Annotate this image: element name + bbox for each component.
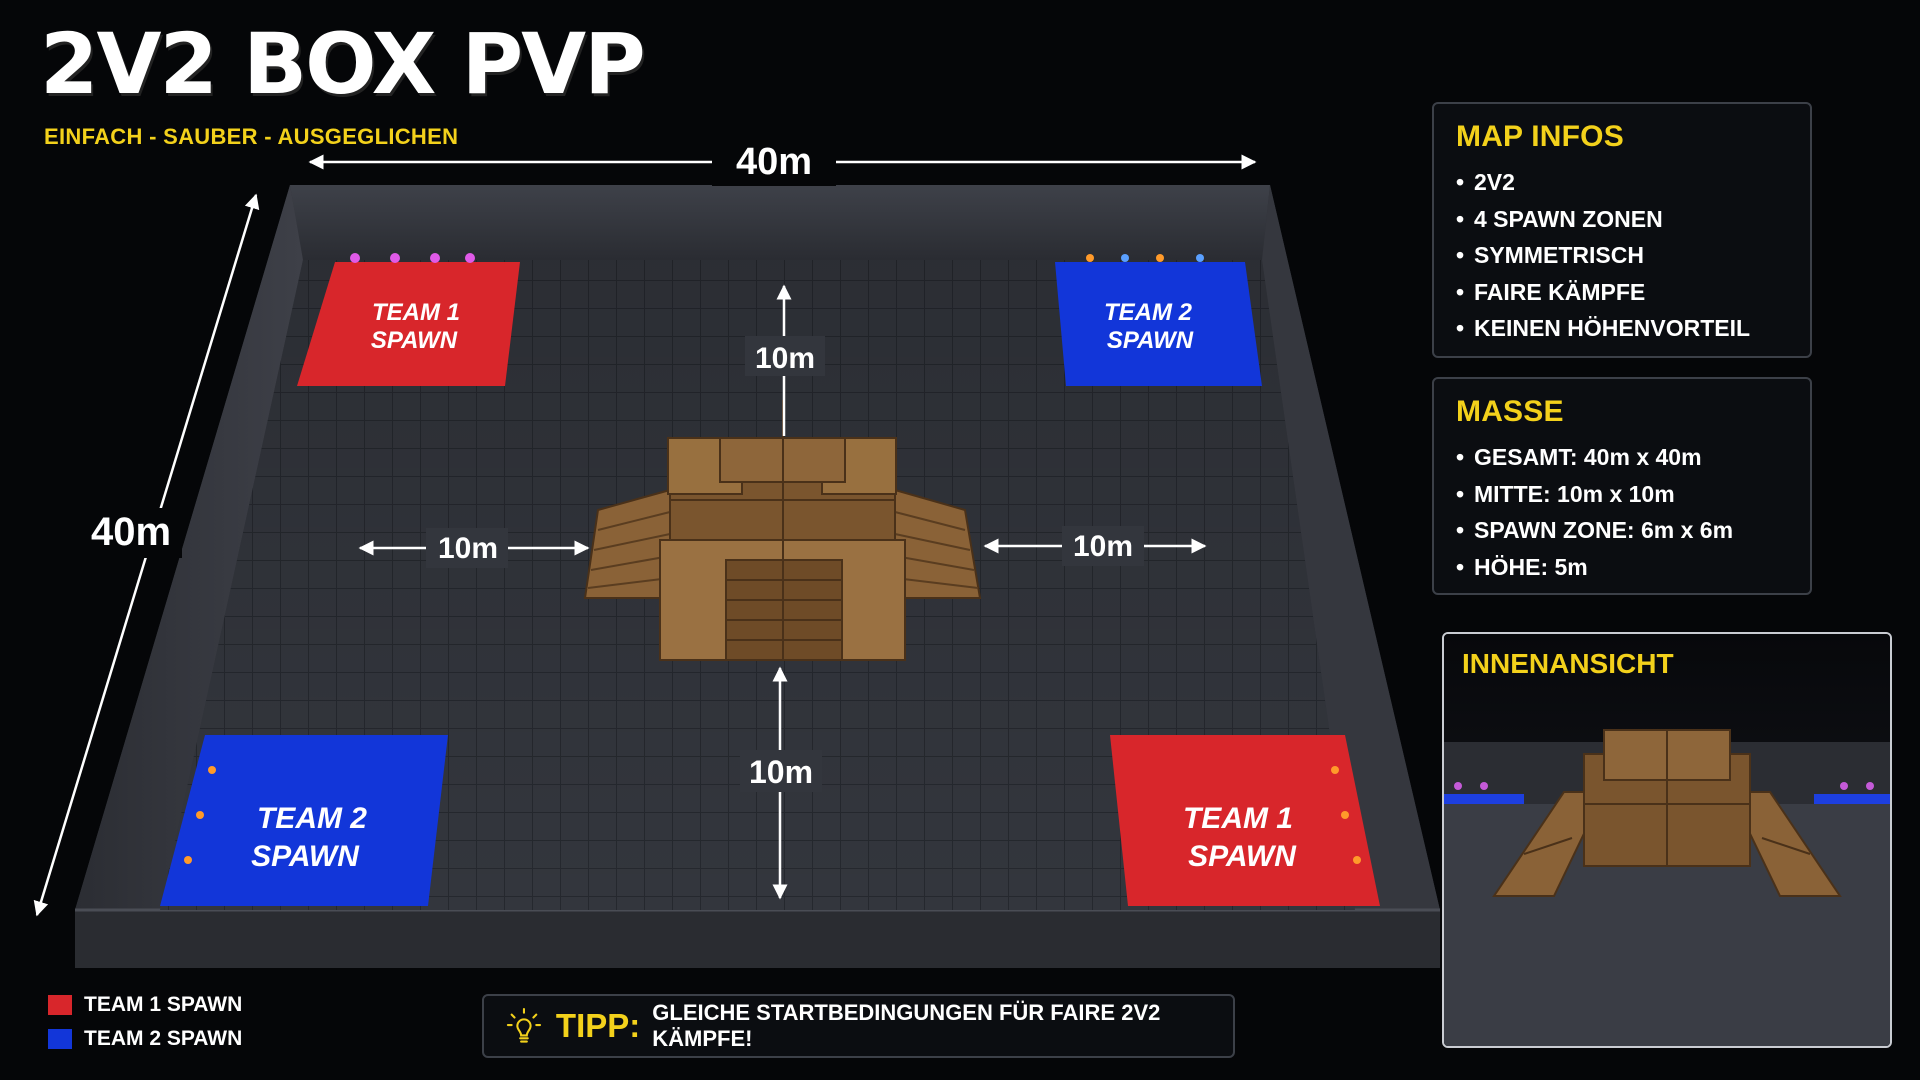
dimensions-panel: MASSE GESAMT: 40m x 40m MITTE: 10m x 10m… — [1432, 377, 1812, 595]
map-info-item: SYMMETRISCH — [1456, 237, 1788, 274]
center-structure — [583, 400, 982, 661]
map-info-heading: MAP INFOS — [1456, 120, 1624, 153]
spawn-zone-team1-top-left — [297, 262, 520, 386]
tip-text: GLEICHE STARTBEDINGUNGEN FÜR FAIRE 2V2 K… — [652, 1000, 1161, 1051]
width-dimension-label: 40m — [736, 141, 812, 183]
dimensions-item: GESAMT: 40m x 40m — [1456, 439, 1788, 476]
dimensions-item: MITTE: 10m x 10m — [1456, 476, 1788, 513]
arena-wall-right — [1262, 185, 1440, 910]
dimensions-heading: MASSE — [1456, 395, 1564, 428]
lightbulb-icon — [506, 1007, 542, 1043]
svg-text:SPAWN: SPAWN — [1107, 327, 1194, 354]
spawn-label-bottom-left: TEAM 2 SPAWN — [251, 802, 367, 873]
svg-text:SPAWN: SPAWN — [251, 840, 360, 873]
legend-swatch-team1 — [48, 995, 72, 1015]
depth-dimension-label: 40m — [91, 510, 171, 554]
spawn-label-top-right: TEAM 2 SPAWN — [1104, 299, 1194, 354]
spawn-zone-team1-bottom-right — [1110, 735, 1380, 906]
svg-text:TEAM 2: TEAM 2 — [1104, 299, 1193, 326]
map-info-item: 4 SPAWN ZONEN — [1456, 201, 1788, 238]
svg-text:SPAWN: SPAWN — [1188, 840, 1297, 873]
svg-text:SPAWN: SPAWN — [371, 327, 458, 354]
map-subtitle: EINFACH - SAUBER - AUSGEGLICHEN — [44, 124, 459, 149]
map-info-item: KEINEN HÖHENVORTEIL — [1456, 310, 1788, 347]
map-info-item: FAIRE KÄMPFE — [1456, 274, 1788, 311]
right-distance-label: 10m — [1073, 530, 1133, 563]
arena-wall-back — [290, 185, 1270, 260]
dimensions-item: SPAWN ZONE: 6m x 6m — [1456, 512, 1788, 549]
svg-text:TEAM 1: TEAM 1 — [372, 299, 460, 326]
map-info-panel: MAP INFOS 2V2 4 SPAWN ZONEN SYMMETRISCH … — [1432, 102, 1812, 358]
bottom-distance-label: 10m — [749, 754, 813, 790]
spawn-zone-team2-top-right — [1055, 262, 1262, 386]
spawn-legend: TEAM 1 SPAWN TEAM 2 SPAWN — [48, 988, 242, 1056]
spawn-label-bottom-right: TEAM 1 SPAWN — [1183, 802, 1297, 873]
spawn-label-top-left: TEAM 1 SPAWN — [371, 299, 460, 354]
arena-wall-front — [75, 910, 1440, 968]
map-info-item: 2V2 — [1456, 164, 1788, 201]
arena-map: 40m 40m 10m 10m 10m 10m TEAM 1 SPAWN TEA… — [33, 141, 1440, 968]
legend-item-team1: TEAM 1 SPAWN — [48, 988, 242, 1022]
tip-bar: TIPP: GLEICHE STARTBEDINGUNGEN FÜR FAIRE… — [482, 994, 1235, 1058]
tip-label: TIPP: — [555, 1007, 641, 1044]
svg-text:TEAM 1: TEAM 1 — [1183, 802, 1293, 835]
interior-view-panel: INNENANSICHT — [1442, 632, 1892, 1048]
interior-view-heading: INNENANSICHT — [1462, 648, 1674, 679]
dimensions-item: HÖHE: 5m — [1456, 549, 1788, 586]
interior-view-image — [1444, 634, 1890, 1046]
left-distance-label: 10m — [438, 532, 498, 565]
legend-swatch-team2 — [48, 1029, 72, 1049]
map-title: 2V2 BOX PVP — [40, 15, 646, 113]
top-distance-label: 10m — [755, 342, 815, 375]
svg-text:TEAM 2: TEAM 2 — [257, 802, 367, 835]
legend-item-team2: TEAM 2 SPAWN — [48, 1022, 242, 1056]
